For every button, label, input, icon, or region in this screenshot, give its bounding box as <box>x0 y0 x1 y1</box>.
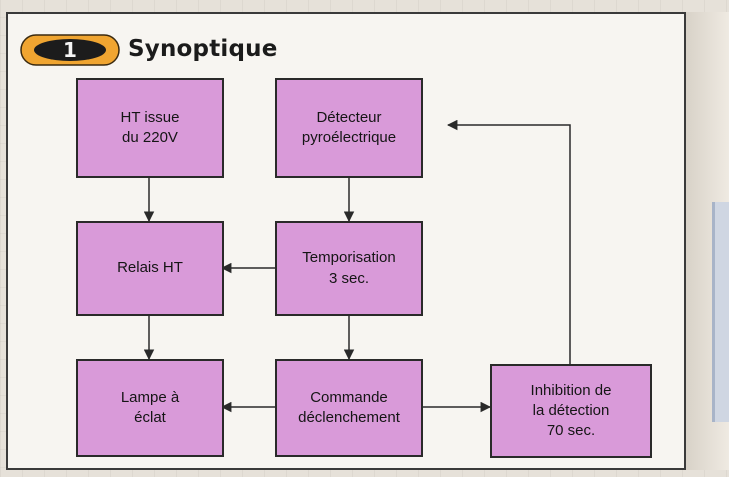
connection-wires <box>143 119 571 413</box>
block-commande-label: Commande déclenchement <box>298 388 400 426</box>
figure-header: 1 Synoptique <box>8 14 684 66</box>
block-ht-issue-220v: HT issue du 220V <box>76 78 224 178</box>
synoptic-figure: 1 Synoptique HT issue du 220V Détecteur … <box>6 12 686 470</box>
block-commande-declenchement: Commande déclenchement <box>275 359 423 457</box>
block-inhibition-label: Inhibition de la détection 70 sec. <box>530 381 612 440</box>
block-ht-label: HT issue du 220V <box>120 108 180 146</box>
badge-number: 1 <box>63 38 77 62</box>
block-lampe-label: Lampe à éclat <box>120 388 180 426</box>
number-badge: 1 <box>20 34 120 66</box>
block-tempo-label: Temporisation 3 sec. <box>302 249 396 287</box>
block-temporisation: Temporisation 3 sec. <box>275 221 423 316</box>
block-detecteur-label: Détecteur pyroélectrique <box>301 108 397 146</box>
arrow-inhibition-to-detecteur <box>446 119 571 364</box>
adjacent-page-edge <box>686 12 729 470</box>
block-detecteur-pyroelectrique: Détecteur pyroélectrique <box>275 78 423 178</box>
badge-pill-icon: 1 <box>20 34 120 66</box>
block-relais-ht: Relais HT <box>76 221 224 316</box>
block-inhibition-detection: Inhibition de la détection 70 sec. <box>490 364 652 458</box>
block-relais-label: Relais HT <box>117 259 183 277</box>
block-lampe-eclat: Lampe à éclat <box>76 359 224 457</box>
figure-title: Synoptique <box>128 36 278 62</box>
adjacent-page-panel <box>712 202 729 422</box>
